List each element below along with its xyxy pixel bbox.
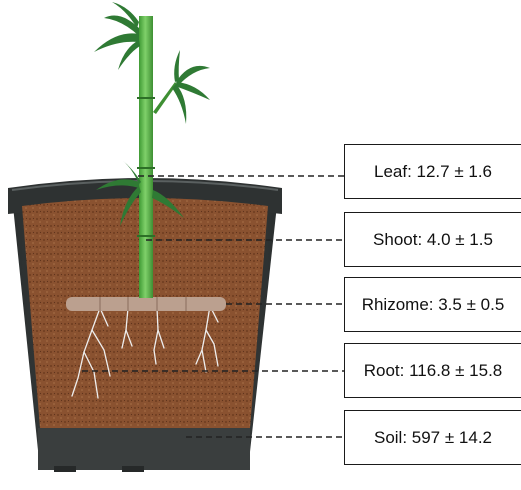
leaf-label: Leaf: 12.7 ± 1.6 (344, 144, 521, 199)
pot-foot-right (122, 466, 144, 472)
soil-label: Soil: 597 ± 14.2 (344, 410, 521, 465)
rhizome (66, 297, 226, 311)
pot-foot-left (54, 466, 76, 472)
pot-base (38, 428, 250, 470)
rhizome-label: Rhizome: 3.5 ± 0.5 (344, 277, 521, 332)
shoot-label: Shoot: 4.0 ± 1.5 (344, 212, 521, 267)
bamboo-stem (139, 16, 153, 298)
root-label: Root: 116.8 ± 15.8 (344, 343, 521, 398)
